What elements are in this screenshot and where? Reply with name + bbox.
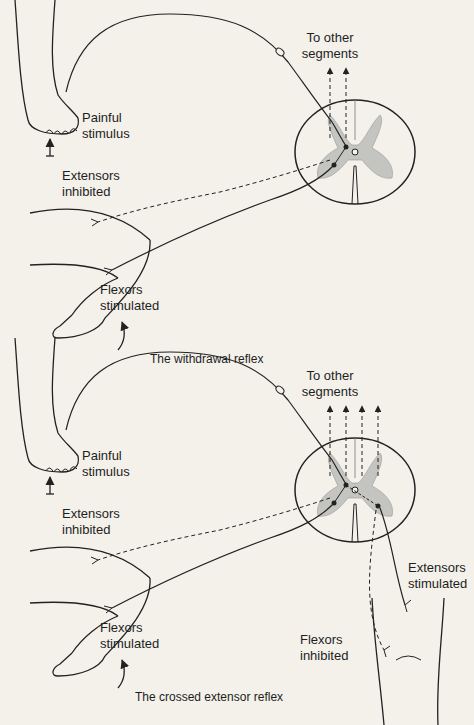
leg-outline [372,598,384,725]
panel-caption: The withdrawal reflex [150,352,263,366]
ascending-fiber [378,406,379,476]
ascending-fiber [362,406,363,476]
crossing-fiber [346,485,378,506]
muscle-label: Extensors stimulated [408,560,474,591]
muscle-label: Flexors stimulated [100,282,172,313]
withdrawal-panel [15,0,415,350]
knee-mark [396,656,421,660]
pathway-label: To other segments [295,30,365,61]
inhibitory-nerve [370,510,385,650]
muscle-label: Flexors inhibited [300,632,366,663]
motor-nerve [380,508,405,605]
nerve-ending [384,646,390,657]
stimulus-label: Painful stimulus [82,110,144,141]
leg-outline [438,598,444,725]
muscle-label: Extensors inhibited [62,168,134,199]
nerve-ending [405,600,411,612]
panel-caption: The crossed extensor reflex [135,690,283,704]
stimulus-label: Painful stimulus [82,448,144,479]
pathway-label: To other segments [295,368,365,399]
muscle-label: Extensors inhibited [62,506,134,537]
muscle-label: Flexors stimulated [100,620,172,651]
motor-neuron [376,504,381,509]
crossed-panel [15,338,415,688]
